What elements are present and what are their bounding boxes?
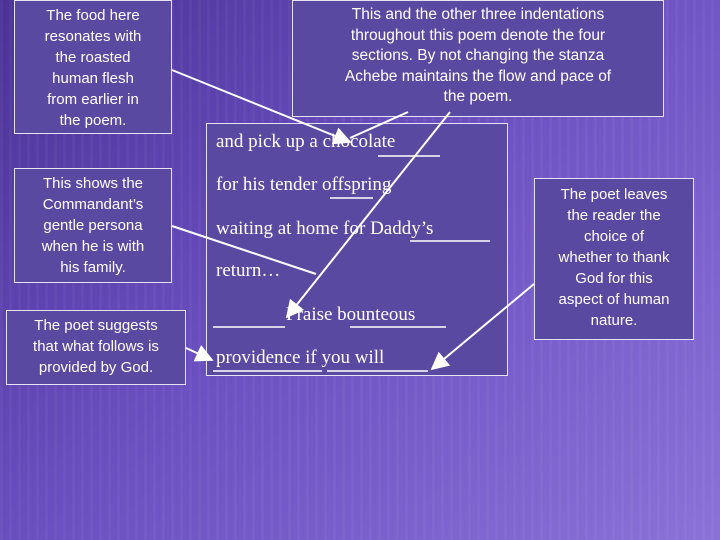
note-line: the reader the	[567, 207, 661, 224]
poem-line-6: providence if you will	[216, 347, 385, 368]
note-food-resonates: The food here resonates with the roasted…	[14, 0, 172, 134]
note-commandant-persona: This shows the Commandant’s gentle perso…	[14, 168, 172, 283]
note-line: the roasted	[55, 49, 131, 66]
poem-line-4: return…	[216, 260, 281, 281]
note-line: the poem.	[443, 88, 513, 105]
note-line: nature.	[590, 312, 638, 329]
note-line: The food here	[46, 7, 140, 24]
note-line: sections. By not changing the stanza	[351, 47, 605, 64]
note-line: Commandant’s	[42, 196, 144, 213]
note-line: that what follows is	[33, 338, 159, 355]
poem-line-2: for his tender offspring	[216, 174, 392, 195]
note-line: choice of	[583, 228, 645, 245]
note-line: aspect of human	[558, 291, 670, 308]
poem-line-3: waiting at home for Daddy’s	[216, 218, 434, 239]
note-line: when he is with	[41, 238, 145, 255]
note-provided-by-god: The poet suggests that what follows is p…	[6, 310, 186, 385]
note-indentations: This and the other three indentations th…	[292, 0, 664, 117]
note-line: whether to thank	[558, 249, 670, 266]
note-line: resonates with	[44, 28, 142, 45]
note-line: the poem.	[59, 112, 127, 129]
note-line: God for this	[575, 270, 653, 287]
note-line: This shows the	[42, 175, 144, 192]
poem-line-5: Praise bounteous	[286, 304, 416, 325]
note-line: The poet leaves	[560, 186, 668, 203]
note-line: human flesh	[52, 70, 134, 87]
note-line: Achebe maintains the flow and pace of	[344, 67, 612, 85]
poem-line-1: and pick up a chocolate	[216, 131, 396, 152]
note-line: This and the other three indentations	[351, 6, 605, 23]
note-line: from earlier in	[47, 91, 139, 108]
note-reader-choice: The poet leaves the reader the choice of…	[534, 178, 694, 340]
note-line: throughout this poem denote the four	[350, 26, 606, 44]
poem-excerpt-box: and pick up a chocolate for his tender o…	[206, 123, 508, 376]
note-line: provided by God.	[38, 359, 154, 376]
note-line: The poet suggests	[34, 317, 158, 334]
note-line: his family.	[60, 259, 126, 276]
note-line: gentle persona	[43, 217, 143, 234]
